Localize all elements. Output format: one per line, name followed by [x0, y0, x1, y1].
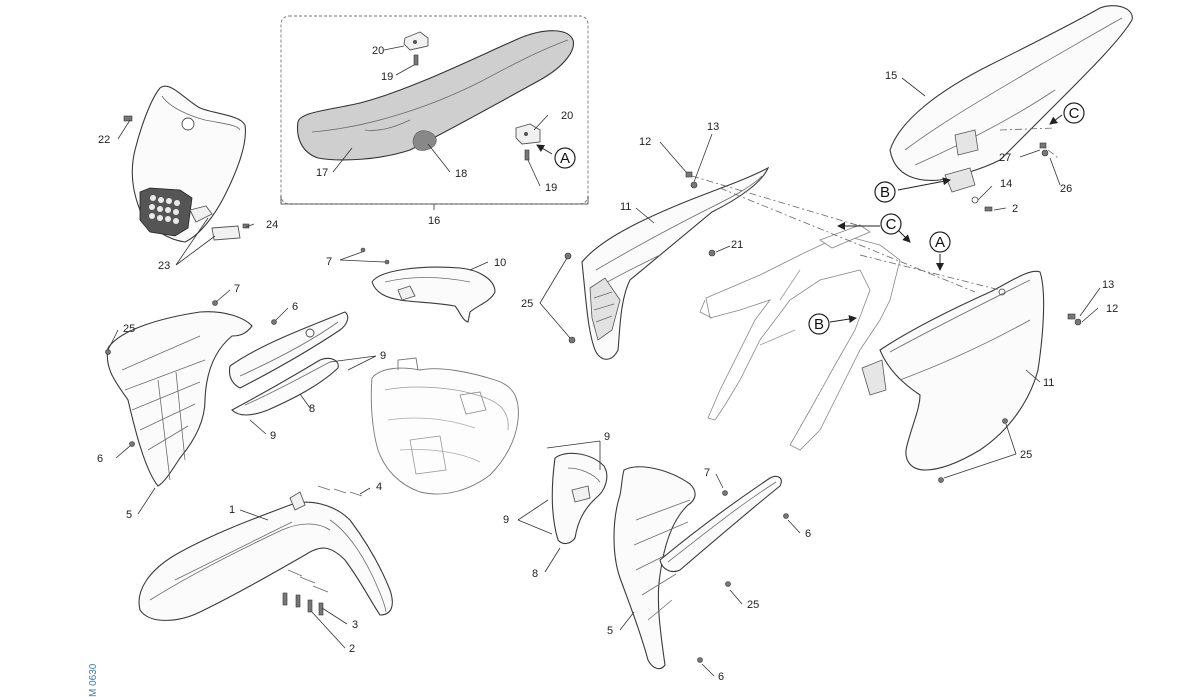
label-19a: 19: [381, 71, 393, 83]
side-panel-small-lower: [551, 452, 608, 545]
label-14: 14: [1000, 178, 1012, 190]
headlight-mask: [123, 85, 250, 243]
label-2b: 2: [1012, 203, 1018, 215]
seat: [296, 30, 575, 161]
label-20a: 20: [372, 45, 384, 57]
radiator-shroud-left: [106, 311, 349, 487]
label-4: 4: [376, 481, 382, 493]
callout-circles: A B C C A B: [554, 102, 1085, 335]
callout-b-frame: B: [808, 313, 830, 335]
label-13a: 13: [707, 121, 719, 133]
label-8a: 8: [309, 403, 315, 415]
label-27: 27: [999, 152, 1011, 164]
label-12b: 12: [1106, 303, 1118, 315]
label-25d: 25: [1020, 449, 1032, 461]
label-2a: 2: [349, 643, 355, 655]
seat-group-box: [280, 15, 589, 210]
label-6d: 6: [718, 671, 724, 683]
callout-c-fender: C: [1063, 102, 1085, 124]
label-18: 18: [455, 168, 467, 180]
label-9b: 9: [270, 430, 276, 442]
misc-screws: [105, 142, 1082, 663]
label-23: 23: [158, 260, 170, 272]
radiator-shroud-right: [613, 466, 782, 670]
drawing-code: M 0630: [88, 663, 99, 697]
assembly-lines: [691, 127, 1059, 293]
label-7a: 7: [234, 283, 240, 295]
callout-a-seat: A: [554, 147, 576, 169]
label-9c: 9: [604, 431, 610, 443]
front-fender: [138, 491, 393, 621]
label-7b: 7: [326, 256, 332, 268]
label-10: 10: [494, 257, 506, 269]
seat-bracket-front: [403, 31, 429, 66]
label-11b: 11: [1043, 377, 1054, 389]
label-19b: 19: [545, 182, 557, 194]
label-25a: 25: [123, 323, 135, 335]
label-15: 15: [885, 70, 897, 82]
side-panel-small-upper: [231, 357, 339, 416]
label-11a: 11: [620, 201, 631, 213]
rear-subframe: [699, 224, 901, 451]
fender-fasteners: [282, 485, 363, 616]
label-5b: 5: [607, 625, 613, 637]
label-6b: 6: [97, 453, 103, 465]
label-3: 3: [352, 619, 358, 631]
label-9d: 9: [503, 514, 509, 526]
part-labels: 20 19 20 19 17 18 16 22 24 23 7 6 25 6 5…: [97, 45, 1118, 683]
front-cover-bracket: [371, 266, 496, 323]
label-9a: 9: [380, 350, 386, 362]
leader-lines: [107, 45, 1101, 677]
side-panel-left: [581, 166, 770, 360]
label-12a: 12: [639, 136, 651, 148]
seat-bracket-rear: [515, 123, 541, 161]
label-16: 16: [428, 215, 440, 227]
svg-text:B: B: [814, 316, 824, 333]
label-8b: 8: [532, 568, 538, 580]
label-25c: 25: [521, 298, 533, 310]
rear-fender: [889, 5, 1133, 204]
label-5a: 5: [126, 509, 132, 521]
svg-text:C: C: [886, 216, 897, 233]
label-21: 21: [731, 239, 743, 251]
label-1: 1: [229, 504, 235, 516]
label-6a: 6: [292, 301, 298, 313]
label-26: 26: [1060, 183, 1072, 195]
callout-a-frame: A: [929, 231, 951, 253]
label-13b: 13: [1102, 279, 1114, 291]
svg-text:C: C: [1069, 105, 1080, 122]
svg-text:B: B: [880, 184, 890, 201]
callout-arrows: [536, 114, 1063, 324]
label-20b: 20: [561, 110, 573, 122]
label-25b: 25: [747, 599, 759, 611]
label-22: 22: [98, 134, 110, 146]
svg-text:A: A: [560, 150, 570, 167]
svg-text:A: A: [935, 234, 945, 251]
label-7c: 7: [704, 467, 710, 479]
callout-b-fender: B: [874, 181, 896, 203]
label-17: 17: [316, 167, 328, 179]
fuel-tank: [370, 357, 519, 495]
label-6c: 6: [805, 528, 811, 540]
callout-c-frame: C: [880, 213, 902, 235]
label-24: 24: [266, 219, 278, 231]
